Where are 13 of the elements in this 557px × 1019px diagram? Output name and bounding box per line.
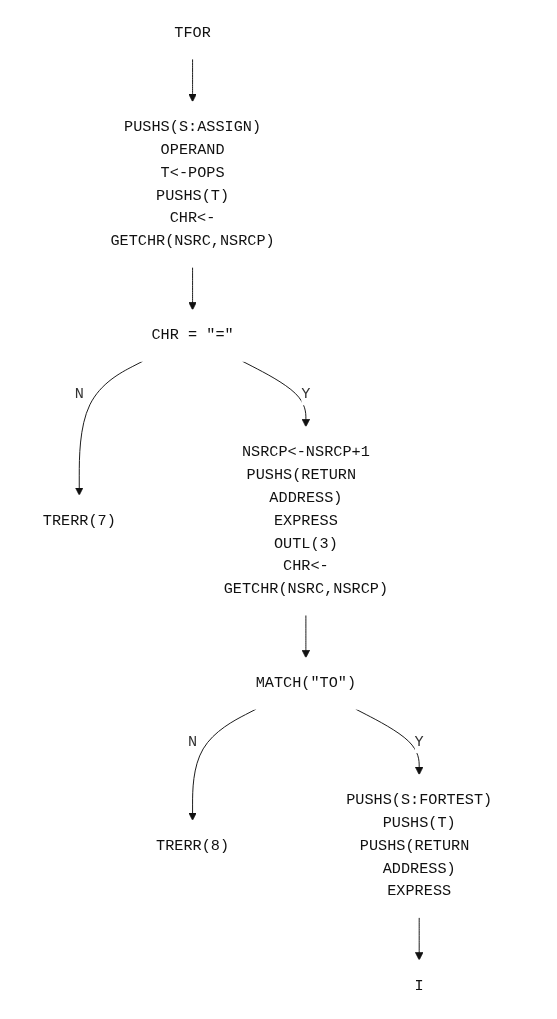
node-text: PUSHS(S:FORTEST) PUSHS(T) PUSHS(RETURN ADDRESS) EXPRESS	[346, 791, 493, 901]
node-text: CHR = "="	[151, 326, 234, 345]
node-text: PUSHS(S:ASSIGN) OPERAND T<-POPS PUSHS(T) CHR<-GETCHR(NSRC,NSRCP)	[110, 118, 275, 250]
edge-label: N	[74, 385, 84, 403]
edge-label: Y	[301, 385, 311, 403]
node-text: TRERR(7)	[42, 512, 116, 530]
edge-label: Y	[414, 733, 424, 751]
node-text: NSRCP<-NSRCP+1 PUSHS(RETURN ADDRESS) EXPRESS OUTL(3) CHR<-GETCHR(NSRC,NSRCP)	[223, 443, 389, 598]
node-text: MATCH("TO")	[255, 674, 357, 693]
node-text: I	[414, 977, 424, 995]
node-text: TFOR	[174, 24, 211, 42]
edge-label: N	[188, 733, 198, 751]
node-text: TRERR(8)	[156, 837, 230, 855]
